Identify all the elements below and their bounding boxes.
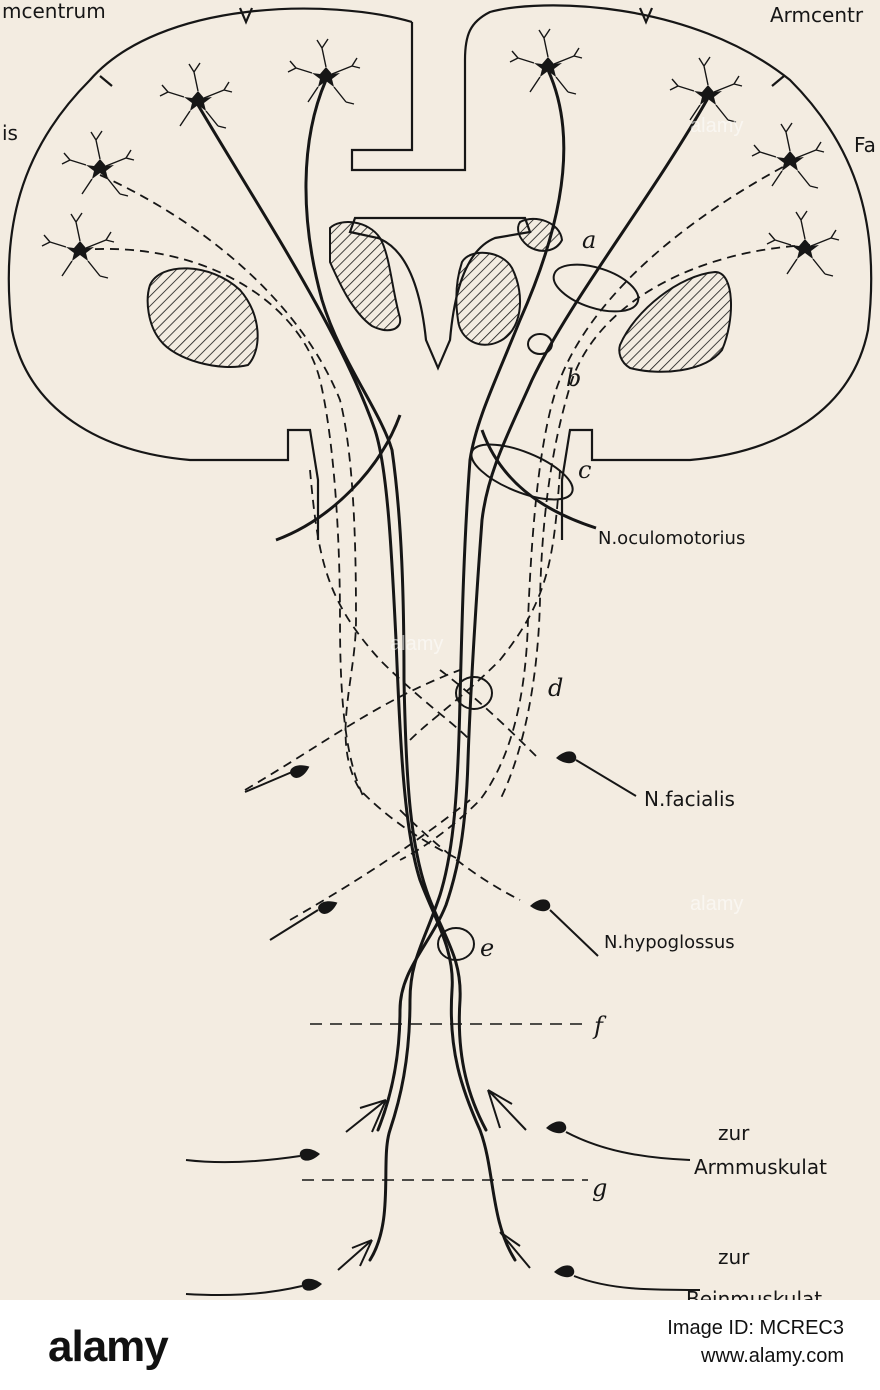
site-url[interactable]: www.alamy.com <box>701 1345 844 1367</box>
peripheral-neurons <box>288 751 577 1291</box>
label-armcentrum-right: Armcentr <box>770 3 864 27</box>
section-lines <box>302 1023 590 1181</box>
label-armcentrum-left: mcentrum <box>2 0 106 23</box>
facial-tracts <box>79 159 811 921</box>
neural-pathway-diagram: mcentrum Armcentr is Fa N.oculomotorius … <box>2 0 876 1300</box>
label-facialis-right: Fa <box>854 133 876 157</box>
oculomotor-nerve <box>275 414 597 542</box>
diagram-stage: mcentrum Armcentr is Fa N.oculomotorius … <box>0 0 880 1300</box>
label-n-facialis: N.facialis <box>644 787 735 811</box>
letter-e: e <box>480 934 494 962</box>
label-facialis-left: is <box>2 121 18 145</box>
letter-b: b <box>566 364 581 392</box>
thalamus-outline <box>348 216 532 371</box>
letter-g: g <box>592 1174 607 1202</box>
label-zur-1: zur <box>718 1121 750 1145</box>
label-beinmuskulatur: Beinmuskulat <box>686 1287 822 1300</box>
lesion-sites <box>437 263 640 961</box>
cortical-neurons <box>41 28 840 279</box>
letter-d: d <box>548 674 563 702</box>
brain-outline <box>7 4 873 540</box>
label-n-oculomotorius: N.oculomotorius <box>598 528 745 549</box>
letter-f: f <box>592 1012 607 1040</box>
alamy-logo[interactable]: alamy <box>48 1322 169 1371</box>
watermark: alamy alamy alamy <box>390 115 743 915</box>
basal-ganglia <box>146 217 733 373</box>
watermark-text: alamy <box>690 115 743 137</box>
watermark-text: alamy <box>390 633 443 655</box>
label-armmuskulatur: Armmuskulat <box>694 1155 827 1179</box>
image-id: Image ID: MCREC3 <box>667 1317 844 1339</box>
letter-c: c <box>578 456 591 484</box>
watermark-text: alamy <box>690 893 743 915</box>
pyramidal-tracts <box>196 68 710 1262</box>
image-id-block: Image ID: MCREC3 www.alamy.com <box>667 1314 844 1370</box>
footer-bar: alamy Image ID: MCREC3 www.alamy.com <box>0 1300 880 1390</box>
label-n-hypoglossus: N.hypoglossus <box>604 932 735 953</box>
letter-a: a <box>582 226 596 254</box>
nerve-fibres <box>185 759 701 1297</box>
label-zur-2: zur <box>718 1245 750 1269</box>
